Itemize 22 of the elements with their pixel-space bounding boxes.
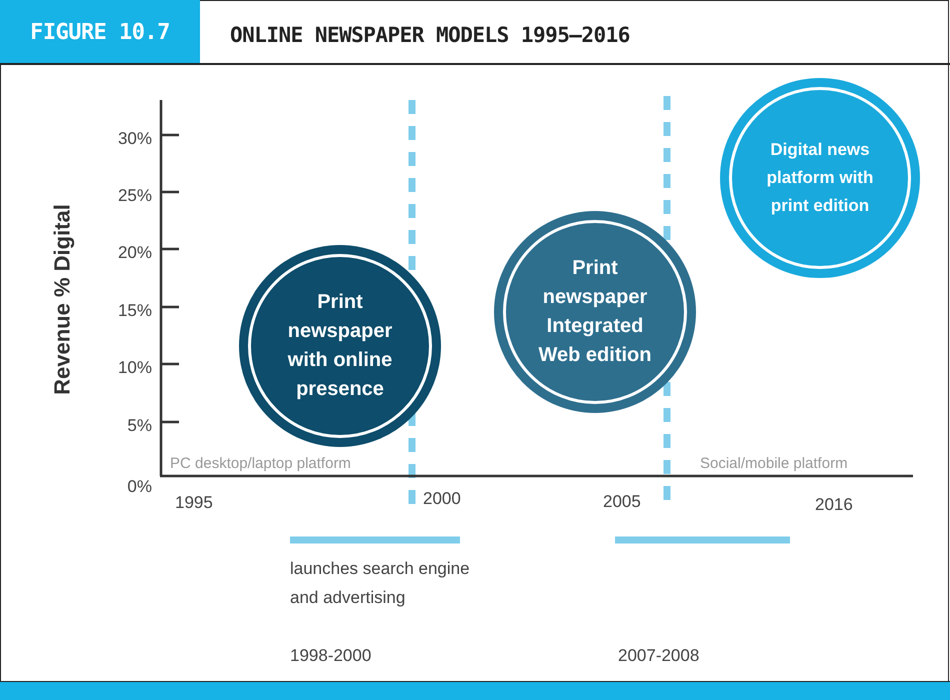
circle-text: Print newspaper with online presence xyxy=(286,290,394,402)
event-note: launches search engine and advertising xyxy=(290,558,470,609)
event-note: 1998-2000 xyxy=(290,645,372,667)
year-label: 2005 xyxy=(603,491,642,513)
region-label: PC desktop/laptop platform xyxy=(170,454,352,474)
tick-label: 25% xyxy=(116,185,152,207)
tick-label: 5% xyxy=(126,415,152,437)
year-label: 1995 xyxy=(175,492,214,514)
figure-number: FIGURE 10.7 xyxy=(30,18,170,46)
year-label: 2016 xyxy=(815,494,854,516)
region-label: Social/mobile platform xyxy=(700,454,849,474)
tick-label: 20% xyxy=(116,242,152,264)
tick-label: 30% xyxy=(116,128,152,150)
circle-text: Print newspaper Integrated Web edition xyxy=(538,256,652,368)
tick-label: 10% xyxy=(116,357,152,379)
tick-label: 0% xyxy=(126,476,152,498)
event-note: 2007-2008 xyxy=(618,645,700,667)
tick-label: 15% xyxy=(116,300,152,322)
year-label: 2000 xyxy=(423,488,462,510)
circle-text: Digital news platform with print edition xyxy=(766,139,874,217)
figure-title: ONLINE NEWSPAPER MODELS 1995–2016 xyxy=(230,22,630,49)
axis-title: Revenue % Digital xyxy=(48,203,76,397)
